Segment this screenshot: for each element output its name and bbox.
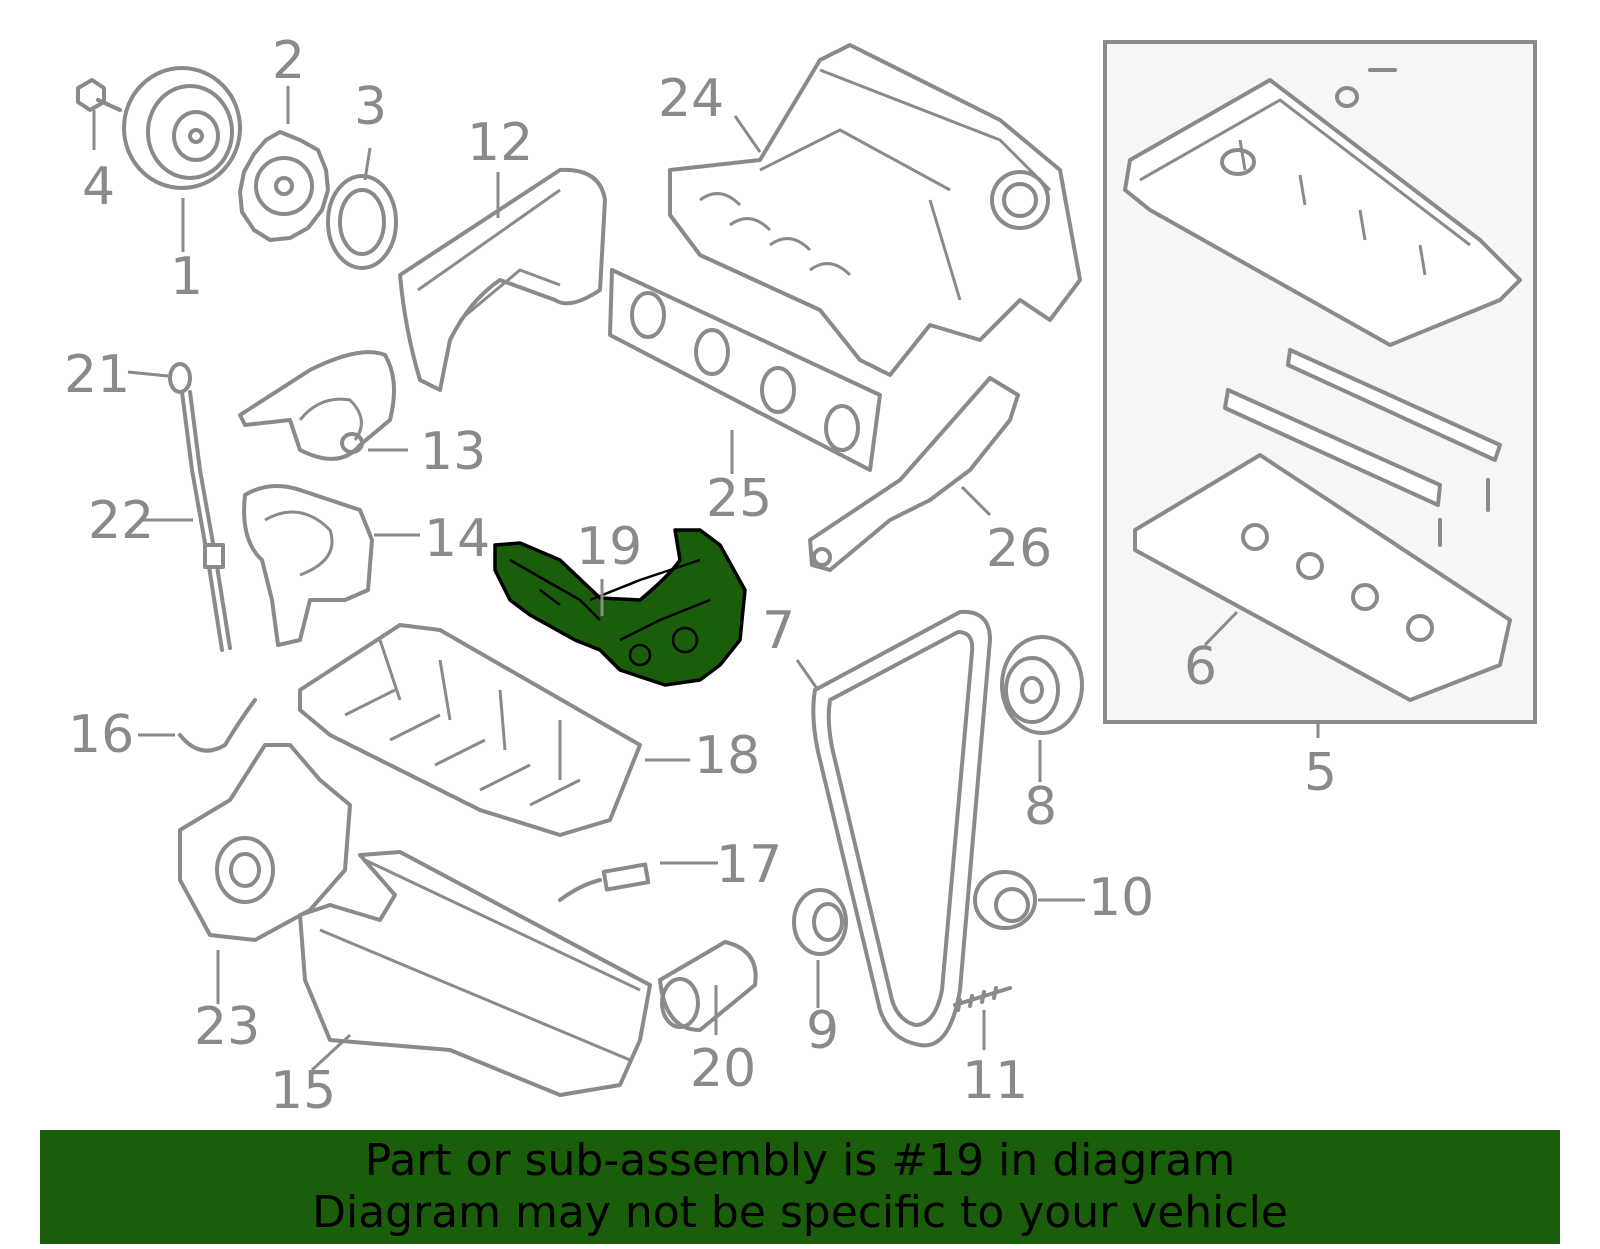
- callout-6: 6: [1184, 637, 1217, 697]
- part-22-dipstick-tube[interactable]: [180, 390, 232, 652]
- part-24-intake-manifold[interactable]: [668, 43, 1082, 377]
- callout-19: 19: [576, 517, 642, 577]
- part-7-timing-belt[interactable]: [811, 609, 992, 1048]
- callout-26: 26: [986, 519, 1052, 579]
- part-4-bolt[interactable]: [76, 78, 122, 112]
- callout-10: 10: [1088, 868, 1154, 928]
- callout-1: 1: [170, 247, 203, 307]
- part-19-highlighted[interactable]: [493, 528, 747, 687]
- part-2-sprocket[interactable]: [238, 130, 330, 242]
- part-8-pulley[interactable]: [1000, 635, 1084, 735]
- callout-12: 12: [467, 113, 533, 173]
- part-3-plate[interactable]: [326, 174, 398, 270]
- part-5-valve-cover[interactable]: [1123, 68, 1522, 347]
- part-15-oil-pan[interactable]: [298, 850, 652, 1097]
- callout-15: 15: [270, 1061, 336, 1121]
- part-12-timing-cover[interactable]: [398, 167, 607, 392]
- callout-5: 5: [1304, 743, 1337, 803]
- footer-line-2: Diagram may not be specific to your vehi…: [312, 1187, 1288, 1238]
- callout-20: 20: [690, 1039, 756, 1099]
- callout-16: 16: [68, 705, 134, 765]
- part-9-idler[interactable]: [792, 888, 848, 956]
- callout-22: 22: [88, 491, 154, 551]
- callout-23: 23: [194, 997, 260, 1057]
- part-20-oil-filter[interactable]: [658, 940, 758, 1032]
- part-13-cover[interactable]: [238, 350, 396, 461]
- callout-25: 25: [706, 469, 772, 529]
- callout-7: 7: [762, 601, 795, 661]
- callout-21: 21: [64, 345, 130, 405]
- part-14-lower-cover[interactable]: [242, 484, 374, 647]
- part-18-oil-pan-baffle[interactable]: [298, 623, 642, 837]
- part-11-spring[interactable]: [953, 986, 1012, 1012]
- leader-lines: [92, 86, 1320, 1072]
- part-17-sensor[interactable]: [558, 862, 651, 902]
- callout-24: 24: [658, 69, 724, 129]
- part-26-bracket[interactable]: [808, 376, 1020, 572]
- part-10-tensioner[interactable]: [973, 870, 1037, 930]
- part-16-pipe[interactable]: [178, 698, 257, 753]
- footer-line-1: Part or sub-assembly is #19 in diagram: [364, 1135, 1236, 1186]
- part-6-valve-cover-gasket[interactable]: [1133, 453, 1512, 702]
- callout-11: 11: [962, 1051, 1028, 1111]
- callout-14: 14: [424, 509, 490, 569]
- callout-8: 8: [1024, 777, 1057, 837]
- part-21-dipstick-handle[interactable]: [168, 362, 192, 394]
- callout-2: 2: [272, 31, 305, 91]
- footer-banner: Part or sub-assembly is #19 in diagram D…: [40, 1130, 1560, 1244]
- callout-3: 3: [354, 77, 387, 137]
- callout-18: 18: [694, 726, 760, 786]
- callout-17: 17: [716, 835, 782, 895]
- part-25-manifold-gasket[interactable]: [608, 268, 882, 472]
- part-23-oil-pump[interactable]: [178, 743, 352, 942]
- callout-4: 4: [82, 157, 115, 217]
- part-5-gaskets[interactable]: [1223, 348, 1502, 547]
- callout-13: 13: [420, 422, 486, 482]
- callout-9: 9: [806, 1001, 839, 1061]
- part-1-pulley[interactable]: [122, 66, 242, 190]
